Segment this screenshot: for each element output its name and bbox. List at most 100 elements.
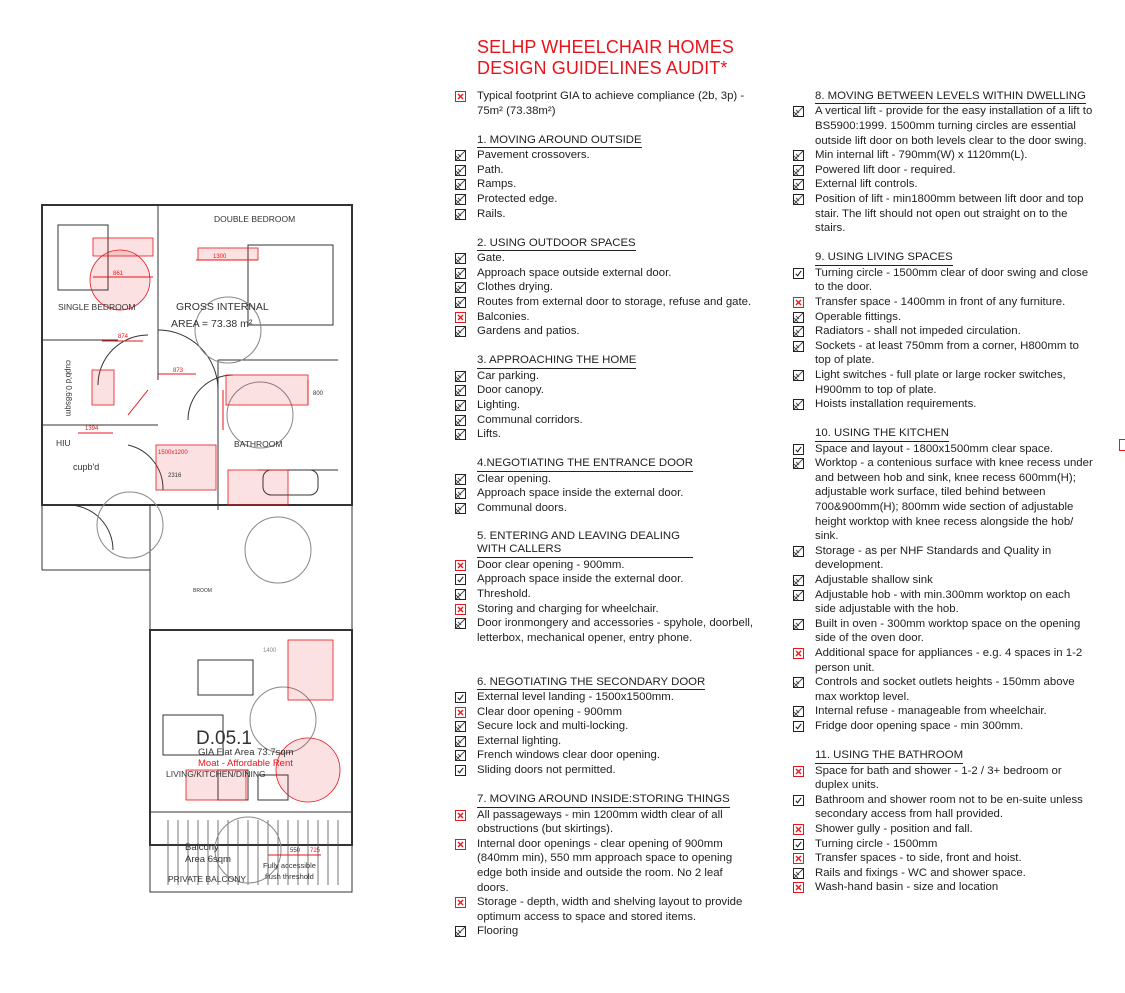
checklist-item-text: Lighting. [477,398,521,411]
checklist-item: Operable fittings. [793,310,1093,325]
checklist-item-text: Wash-hand basin - size and location [815,881,999,894]
checklist-item: Ramps. [455,177,755,192]
checklist-item-text: Hoists installation requirements. [815,398,977,411]
checklist-item: External lift controls. [793,177,1093,192]
checklist-item-text: Worktop - a contenious surface with knee… [815,457,1093,543]
checklist-item: Turning circle - 1500mm clear of door sw… [793,266,1093,295]
checklist-item-text: Rails. [477,207,506,220]
checklist-item-text: Gardens and patios. [477,325,580,338]
checklist-item: Hoists installation requirements. [793,397,1093,412]
checklist-item-text: Typical footprint GIA to achieve complia… [477,90,745,117]
audit-title-line2: DESIGN GUIDELINES AUDIT* [477,58,728,78]
checklist-item-text: Adjustable hob - with min.300mm worktop … [815,588,1071,616]
checklist-item: Pavement crossovers. [455,148,755,163]
balcony-area: Area 6sqm [185,854,231,865]
plan-wall-kitchen [149,504,353,631]
checklist-item-text: Communal doors. [477,501,567,514]
checklist-item-text: Sockets - at least 750mm from a corner, … [815,339,1079,367]
checklist-section: Typical footprint GIA to achieve complia… [455,89,755,118]
checklist-right-column: 8. MOVING BETWEEN LEVELS WITHIN DWELLING… [793,89,1093,910]
checklist-item-text: Clear opening. [477,472,552,485]
checklist-item-text: Internal door openings - clear opening o… [477,837,733,894]
checklist-item-text: Powered lift door - required. [815,163,956,176]
checklist-item: Adjustable hob - with min.300mm worktop … [793,588,1093,617]
checklist-item: All passageways - min 1200mm width clear… [455,808,755,837]
gross-internal-area: AREA = 73.38 m² [171,318,253,330]
checklist-item-text: Additional space for appliances - e.g. 4… [815,647,1083,674]
gia-flat-area: GIA Flat Area 73.7sqm [198,747,294,758]
section-header: 5. ENTERING AND LEAVING DEALING WITH CAL… [477,530,693,558]
checklist-item-text: Ramps. [477,178,517,191]
checklist-item-text: Clothes drying. [477,281,553,294]
checklist-item-text: Storing and charging for wheelchair. [477,602,659,615]
section-header: 3. APPROACHING THE HOME [477,354,637,369]
checklist-item: Internal refuse - manageable from wheelc… [793,704,1093,719]
checklist-item: Worktop - a contenious surface with knee… [793,456,1093,544]
checklist-item: Sockets - at least 750mm from a corner, … [793,339,1093,368]
dim-label: 873 [173,368,184,374]
checklist-item: Bathroom and shower room not to be en-su… [793,793,1093,822]
checklist-item: Additional space for appliances - e.g. 4… [793,646,1093,675]
dim-label: 874 [118,334,129,340]
checklist-item-text: Shower gully - position and fall. [815,822,973,835]
checklist-item-text: External lift controls. [815,178,918,191]
checklist-item: Adjustable shallow sink [793,573,1093,588]
checklist-item-text: Operable fittings. [815,310,902,323]
checklist-item: Gate. [455,251,755,266]
threshold-label-1: Fully accessible [263,861,316,870]
checklist-item: Protected edge. [455,192,755,207]
checklist-item-text: Position of lift - min1800mm between lif… [815,192,1084,235]
checklist-item: Secure lock and multi-locking. [455,719,755,734]
threshold-label-2: flush threshold [265,872,314,881]
checklist-item: Space for bath and shower - 1-2 / 3+ bed… [793,764,1093,793]
checklist-item: External lighting. [455,734,755,749]
checklist-item: Door clear opening - 900mm. [455,558,755,573]
section-header: 2. USING OUTDOOR SPACES [477,237,636,252]
checklist-item-text: Door clear opening - 900mm. [477,558,625,571]
checklist-item-text: Gate. [477,252,505,265]
checklist-item: Fridge door opening space - min 300mm. [793,719,1093,734]
plan-balcony-outline [149,811,353,893]
checklist-item: Flooring [455,924,755,939]
checklist-item: Powered lift door - required. [793,163,1093,178]
checklist-item: Wash-hand basin - size and location [793,880,1093,895]
section-header: 10. USING THE KITCHEN [815,427,949,442]
checklist-item-text: Turning circle - 1500mm clear of door sw… [815,266,1089,294]
room-label-cupboard: cupb'd [73,462,99,472]
room-label-cupboard-area: cupb'd 0.68sqm [64,360,73,417]
dim-label: 1500x1200 [158,450,188,456]
dim-label: 725 [310,848,321,854]
checklist-item: A vertical lift - provide for the easy i… [793,104,1093,148]
room-label-hiu: HIU [56,438,71,448]
room-label-living: LIVING/KITCHEN/DINING [166,769,266,779]
checklist-item: Approach space inside the external door. [455,572,755,587]
checklist-item: Built in oven - 300mm worktop space on t… [793,617,1093,646]
checklist-item: Approach space outside external door. [455,266,755,281]
checklist-item-text: Space and layout - 1800x1500mm clear spa… [815,442,1054,455]
checklist-section: 5. ENTERING AND LEAVING DEALING WITH CAL… [455,530,755,645]
checklist-item-text: All passageways - min 1200mm width clear… [477,808,723,836]
checklist-item-text: Transfer space - 1400mm in front of any … [815,295,1066,308]
dim-label: 800 [313,391,324,397]
gross-internal-label: GROSS INTERNAL [176,301,269,313]
checklist-item-text: Rails and fixings - WC and shower space. [815,866,1026,879]
section-header: 9. USING LIVING SPACES [815,251,953,266]
checklist-item-text: Fridge door opening space - min 300mm. [815,719,1024,732]
checklist-item: Transfer spaces - to side, front and hoi… [793,851,1093,866]
section-header: 8. MOVING BETWEEN LEVELS WITHIN DWELLING [815,90,1086,105]
checklist-item-text: Approach space outside external door. [477,266,672,279]
checklist-item: Rails and fixings - WC and shower space. [793,866,1093,881]
unit-code: D.05.1 [196,728,252,749]
section-header: 7. MOVING AROUND INSIDE:STORING THINGS [477,793,730,808]
section-header: 1. MOVING AROUND OUTSIDE [477,134,642,149]
checklist-left-column: Typical footprint GIA to achieve complia… [455,89,755,954]
checklist-item-text: Adjustable shallow sink [815,574,933,587]
dim-label: 861 [113,271,124,277]
checklist-item-text: Transfer spaces - to side, front and hoi… [815,852,1022,865]
edge-marker [1119,439,1125,451]
dim-label: 1300 [213,254,227,260]
